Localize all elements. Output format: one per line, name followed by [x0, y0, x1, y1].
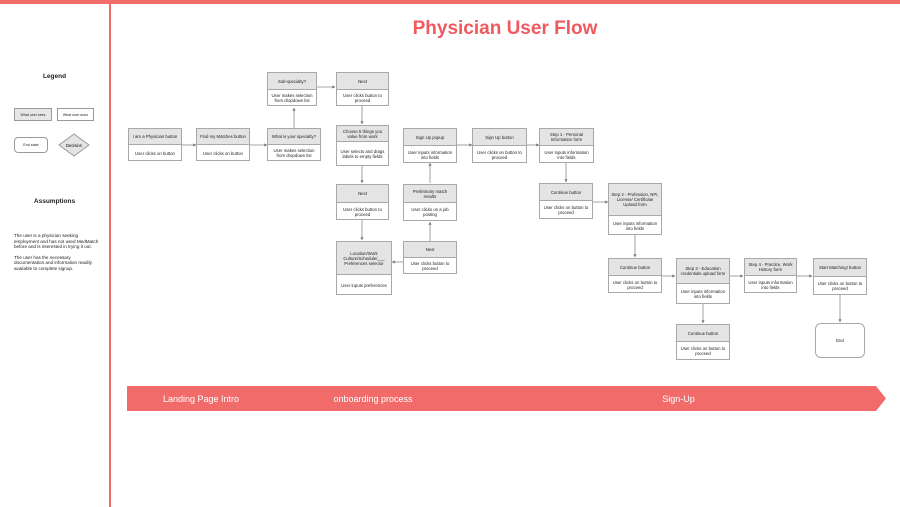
node-action: User clicks on button to proceed	[680, 346, 726, 356]
node-heading: Sign Up popup	[404, 129, 456, 146]
legend-user-does: What user does	[57, 108, 94, 121]
node-action: User inputs preferences	[341, 282, 387, 288]
node-heading: I am a Physician button	[129, 129, 181, 145]
flow-node-step-1: Step 1 - Personal Information form User …	[539, 128, 594, 163]
flow-node-sign-up-popup: Sign Up popup User inputs information in…	[403, 128, 457, 163]
assumptions-title: Assumptions	[33, 198, 76, 205]
node-action: User inputs information into fields	[680, 289, 726, 299]
flow-node-start-matching: Start Matching! button User clicks on bu…	[813, 258, 867, 295]
node-action: User clicks on button	[203, 150, 243, 156]
flow-node-next-1: Next User clicks button to proceed	[336, 72, 389, 106]
node-heading: Step 2 - Profession, NPI, License/ Certi…	[609, 184, 661, 216]
node-heading: Next	[404, 242, 456, 258]
flow-node-physician-button: I am a Physician button User clicks on b…	[128, 128, 182, 161]
page-title: Physician User Flow	[412, 18, 598, 39]
node-heading: Sub-specialty?	[268, 73, 316, 90]
flow-node-find-matches: Find my Matches button User clicks on bu…	[196, 128, 250, 161]
node-action: User clicks on button to proceed	[543, 205, 589, 215]
node-action: User makes selection from dropdown list	[273, 148, 315, 158]
flow-node-step-4: Step 4 - Practice, Work History form Use…	[744, 258, 797, 293]
flow-node-sign-up-button: Sign Up button User clicks on button to …	[472, 128, 527, 163]
phase-sign-up: Sign-Up	[471, 386, 886, 411]
node-heading: Preliminary match results	[404, 185, 456, 203]
flow-node-specialty: What is your specialty? User makes selec…	[267, 128, 321, 161]
flow-node-step-2: Step 2 - Profession, NPI, License/ Certi…	[608, 183, 662, 235]
node-action: User inputs information into fields	[612, 220, 658, 231]
node-heading: Find my Matches button	[197, 129, 249, 145]
flow-node-continue-1: Continue button User clicks on button to…	[539, 183, 593, 219]
node-action: User clicks button to proceed	[410, 261, 450, 271]
node-action: User clicks button to proceed	[343, 206, 382, 217]
node-heading: Step 3 - Education credentials upload fo…	[677, 259, 729, 284]
flow-node-step-3: Step 3 - Education credentials upload fo…	[676, 258, 730, 304]
flow-node-values: Choose 5 things you value from work User…	[336, 125, 389, 166]
node-action: User clicks on button to proceed	[477, 149, 522, 160]
node-heading: Continue button	[540, 184, 592, 201]
node-action: User clicks button to proceed	[343, 93, 382, 103]
flow-node-continue-2: Continue button User clicks on button to…	[608, 258, 662, 293]
node-action: User inputs information into fields	[544, 149, 589, 160]
phase-landing-page-intro: Landing Page Intro	[127, 386, 275, 411]
node-action: User clicks on button to proceed	[612, 279, 658, 290]
node-heading: Start Matching! button	[814, 259, 866, 277]
node-action: User clicks on button to proceed	[817, 281, 863, 291]
legend-decision-shape: Decision	[58, 133, 90, 157]
legend-decision-label: Decision	[66, 143, 83, 148]
node-heading: Step 1 - Personal Information form	[540, 129, 593, 146]
node-action: User makes selection from dropdown list	[271, 93, 313, 103]
legend-title: Legend	[42, 73, 67, 80]
flow-node-sub-specialty: Sub-specialty? User makes selection from…	[267, 72, 317, 106]
node-heading: Continue button	[609, 259, 661, 276]
assumption-item: The user has the necessary documentation…	[14, 254, 92, 271]
node-heading: What is your specialty?	[268, 129, 320, 145]
legend-end-state: End state	[14, 137, 48, 153]
node-heading: Choose 5 things you value from work	[337, 126, 388, 142]
assumption-item: The user is a physician seeking employme…	[14, 233, 99, 250]
flow-node-preferences: Location/Work Culture/Schedule/___ Prefe…	[336, 241, 392, 295]
assumptions-list: The user is a physician seeking employme…	[14, 233, 102, 277]
node-heading: Step 4 - Practice, Work History form	[745, 259, 796, 276]
flow-node-end: End	[815, 323, 865, 358]
node-action: User selects and drags labels to empty f…	[340, 149, 385, 159]
sidebar-divider	[109, 0, 111, 507]
top-accent-bar	[0, 0, 900, 4]
node-action: User clicks on button	[135, 150, 175, 156]
node-heading: Next	[337, 185, 388, 203]
node-heading: Location/Work Culture/Schedule/___ Prefe…	[337, 242, 391, 275]
node-action: User inputs information into fields	[748, 279, 793, 290]
flow-node-continue-3: Continue button User clicks on button to…	[676, 324, 730, 360]
phase-onboarding-process: onboarding process	[266, 386, 480, 411]
node-action: User clicks on a job posting	[411, 207, 449, 217]
flow-node-next-3: Next User clicks button to proceed	[403, 241, 457, 274]
node-heading: Sign Up button	[473, 129, 526, 146]
node-heading: Continue button	[677, 325, 729, 342]
node-action: User inputs information into fields	[407, 149, 453, 160]
node-heading: Next	[337, 73, 388, 90]
flow-node-preliminary-results: Preliminary match results User clicks on…	[403, 184, 457, 221]
legend-user-sees: What user sees	[14, 108, 52, 121]
flow-node-next-2: Next User clicks button to proceed	[336, 184, 389, 220]
